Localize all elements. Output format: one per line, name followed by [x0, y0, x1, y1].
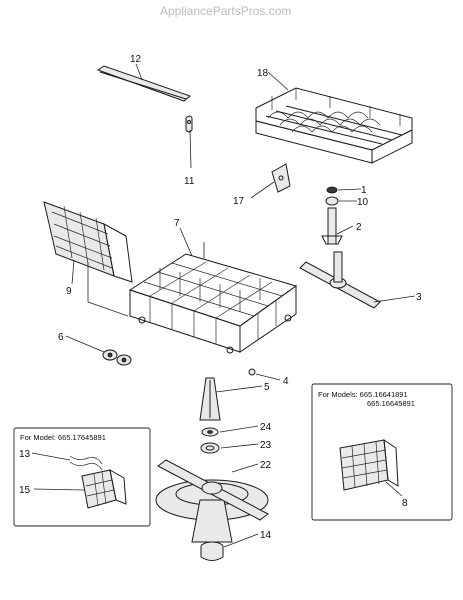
part-spray-tube — [321, 207, 343, 245]
bracket-lines — [87, 242, 205, 317]
callout-3: 3 — [416, 292, 422, 303]
part-lower-spray-arm — [155, 459, 269, 543]
callout-18: 18 — [257, 68, 269, 79]
callout-8: 8 — [402, 498, 408, 509]
callout-17: 17 — [233, 196, 245, 207]
callout-12: 12 — [130, 54, 142, 65]
model-right-label-2: 665.16645891 — [367, 399, 415, 408]
part-rail-strip — [96, 65, 191, 102]
callout-22: 22 — [260, 460, 272, 471]
callout-11: 11 — [184, 176, 195, 187]
part-small-basket — [81, 469, 127, 509]
part-seal — [325, 196, 339, 206]
callout-9: 9 — [66, 286, 72, 297]
part-handle-wire — [69, 455, 103, 471]
callout-1: 1 — [361, 185, 367, 196]
callout-10: 10 — [357, 197, 369, 208]
part-upper-spray-arm — [299, 251, 381, 309]
callout-6: 6 — [58, 332, 64, 343]
callout-23: 24 — [260, 422, 272, 433]
part-lower-spray-tube — [199, 377, 221, 421]
callout-13: 13 — [19, 449, 31, 460]
model-box-left — [13, 427, 151, 527]
callout-15: 15 — [19, 485, 31, 496]
part-washer — [201, 427, 219, 437]
model-right-label-1: For Models: 665.16641891 — [318, 390, 408, 399]
part-bearing-ring — [200, 442, 220, 454]
callout-4: 4 — [283, 376, 289, 387]
callout-2: 2 — [356, 222, 362, 233]
callout-14: 14 — [260, 530, 272, 541]
part-nut — [326, 186, 338, 194]
part-cutlery-basket — [339, 438, 399, 491]
callout-5: 5 — [264, 382, 270, 393]
part-filter-ring — [200, 541, 224, 561]
callout-7: 7 — [174, 218, 180, 229]
model-box-right — [311, 383, 453, 521]
part-upper-rack — [255, 87, 413, 164]
part-bead — [248, 368, 256, 376]
leader-lines — [31, 63, 416, 548]
part-clip — [185, 115, 193, 133]
part-wheel-assembly — [102, 349, 132, 366]
callout-24: 23 — [260, 440, 272, 451]
part-bracket — [271, 163, 291, 193]
part-lower-rack — [128, 253, 298, 354]
callout-labels: 12 11 18 17 1 10 2 3 9 7 6 4 5 24 23 22 … — [19, 54, 422, 541]
watermark: AppliancePartsPros.com — [160, 4, 292, 18]
part-basket-panel — [43, 201, 133, 283]
model-left-label: For Model: 665.17645891 — [20, 433, 106, 442]
